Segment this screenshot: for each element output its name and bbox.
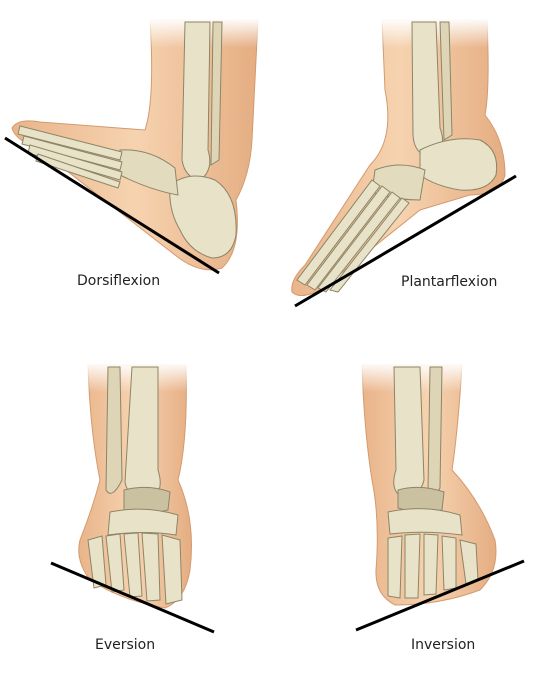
label-plantarflexion: Plantarflexion [401,274,498,290]
plantarflexion-foot [291,18,517,308]
plantarflexion-ground-line [294,174,517,308]
eversion-ground-line [50,561,215,634]
eversion-foot [50,362,215,634]
label-dorsiflexion: Dorsiflexion [77,273,161,289]
inversion-foot [355,362,525,632]
label-inversion: Inversion [411,637,476,653]
inversion-ground-line [355,559,525,632]
dorsiflexion-foot [4,18,260,275]
label-eversion: Eversion [95,637,156,653]
dorsiflexion-ground-line [4,136,220,275]
